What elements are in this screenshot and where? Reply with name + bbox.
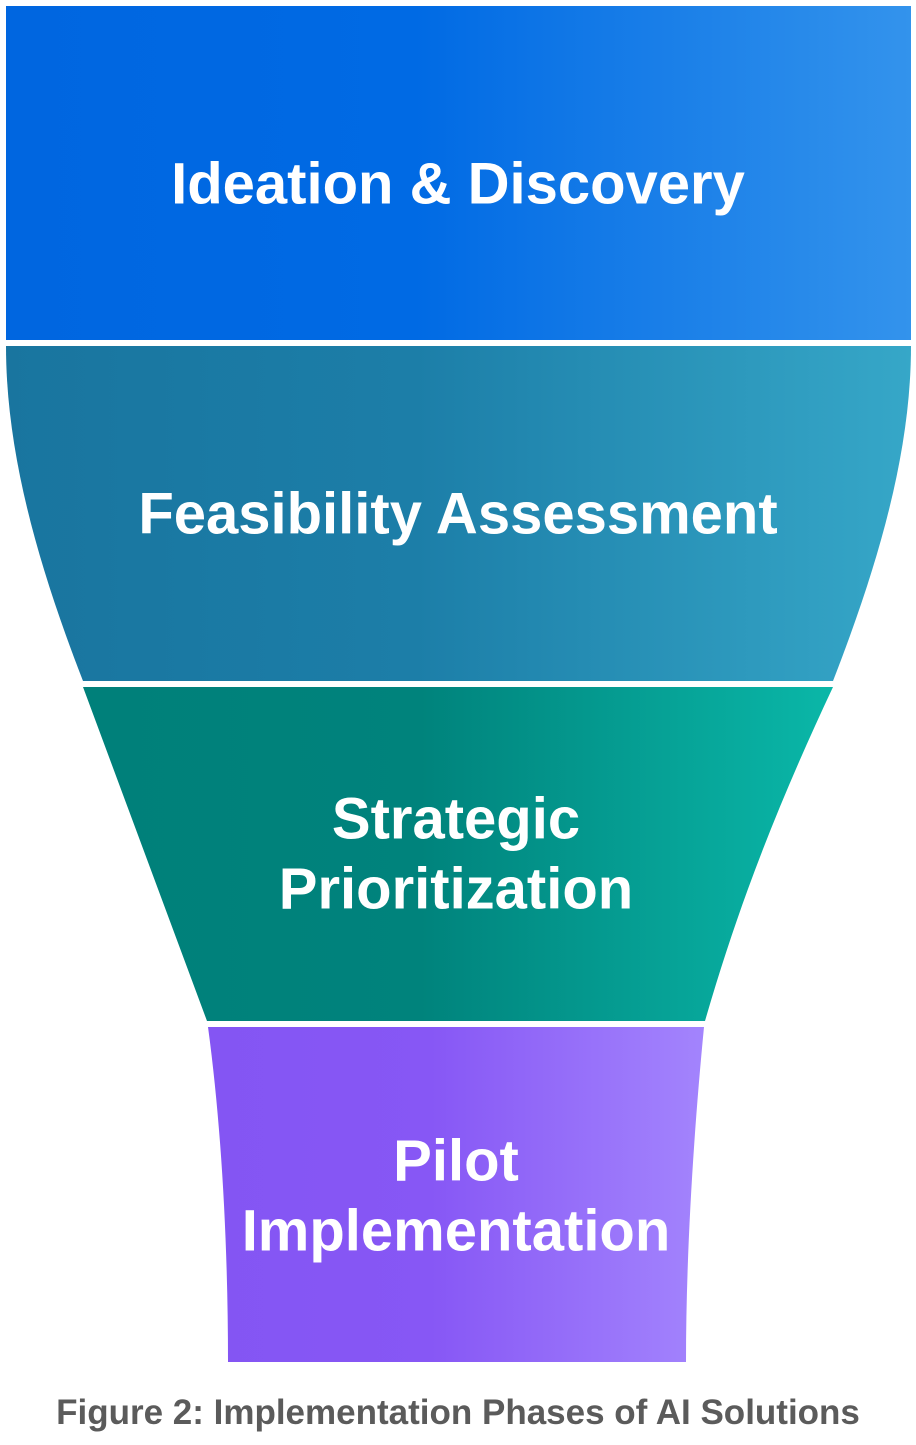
funnel-stage-1 [6,6,911,340]
funnel-stage-1-label: Ideation & Discovery [171,152,745,217]
funnel-stage-2-label: Feasibility Assessment [138,482,777,547]
funnel-stage-3-label: Strategic [332,787,580,852]
funnel-stage-4-label: Implementation [242,1199,671,1264]
funnel-stage-3-label: Prioritization [279,857,633,922]
funnel-stage-4-label: Pilot [393,1129,519,1194]
funnel-stage-3 [83,687,833,1021]
figure-caption: Figure 2: Implementation Phases of AI So… [56,1393,860,1432]
funnel-stage-2 [6,346,911,681]
funnel-stage-4 [208,1027,704,1362]
